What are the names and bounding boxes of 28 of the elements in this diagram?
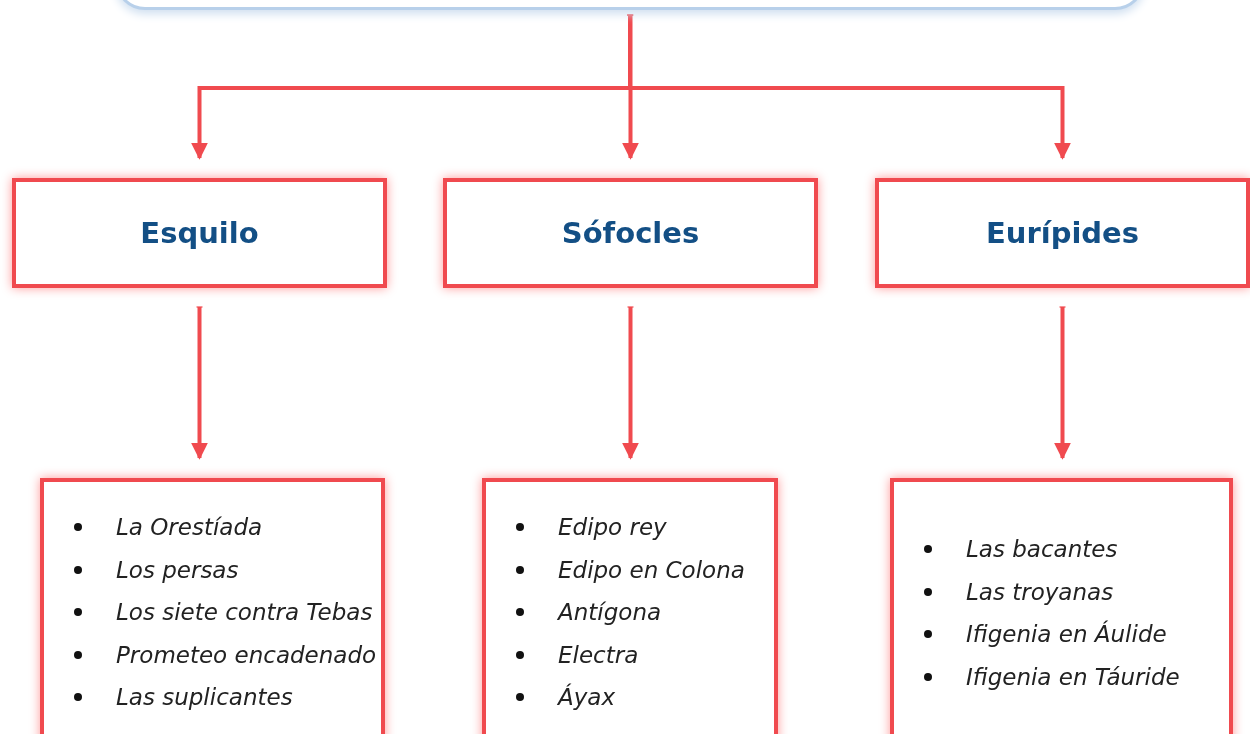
- works-list-box: [890, 478, 1233, 734]
- author-name: Esquilo: [140, 216, 259, 250]
- play-title: Ifigenia en Áulide: [966, 619, 1167, 649]
- author-name: Sófocles: [561, 216, 700, 250]
- arrow: [191, 306, 208, 460]
- play-title: Los persas: [116, 555, 239, 585]
- play-title: Los siete contra Tebas: [116, 598, 373, 627]
- author-name: Eurípides: [985, 216, 1140, 250]
- play-title: Las troyanas: [966, 577, 1114, 607]
- works-list-box: [482, 478, 778, 734]
- play-title: Las suplicantes: [116, 683, 293, 712]
- author-box: [443, 178, 818, 288]
- arrow: [622, 14, 639, 160]
- play-title: Antígona: [558, 598, 662, 627]
- play-title: Ifigenia en Táuride: [966, 662, 1180, 692]
- play-title: Áyax: [558, 682, 616, 712]
- play-title: Edipo rey: [558, 513, 667, 542]
- play-title: Las bacantes: [966, 535, 1118, 564]
- works-list-box: [40, 478, 385, 734]
- play-title: La Orestíada: [116, 513, 263, 542]
- author-box: [12, 178, 387, 288]
- arrow: [622, 306, 639, 460]
- play-title: Edipo en Colona: [558, 555, 745, 585]
- arrow: [1054, 306, 1071, 460]
- play-title: Electra: [558, 640, 639, 670]
- arrow: [627, 14, 1071, 160]
- author-box: [875, 178, 1250, 288]
- play-title: Prometeo encadenado: [116, 640, 377, 670]
